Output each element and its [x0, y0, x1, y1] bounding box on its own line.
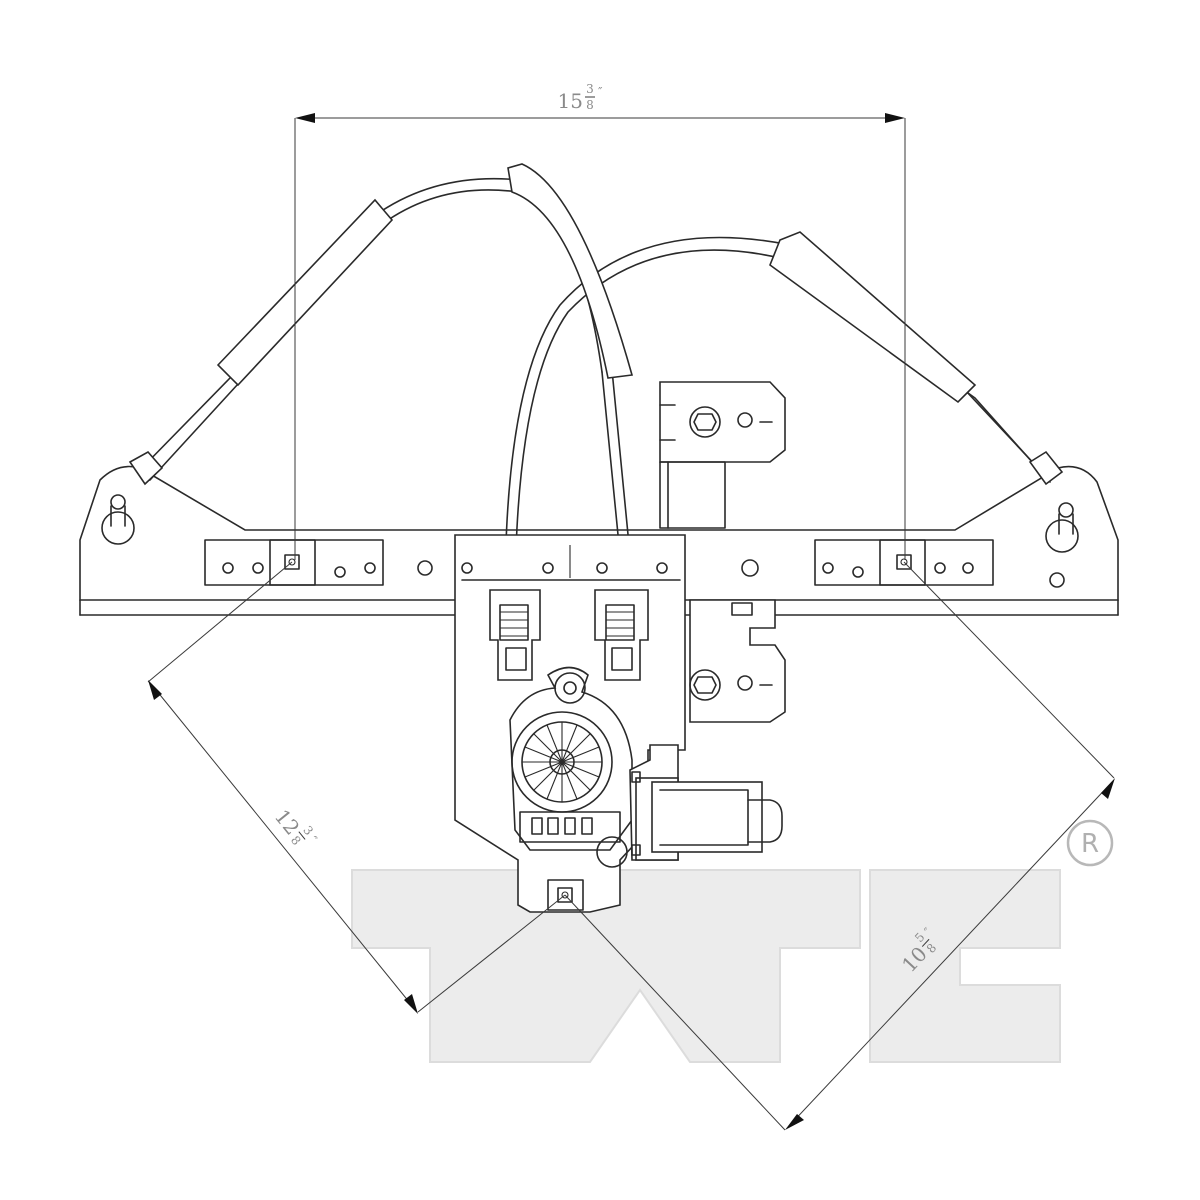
dimension-left-diagonal-label: 12 3 8 ″ — [270, 805, 320, 848]
dimension-lines — [147, 113, 1115, 1131]
dimension-width-numerator: 3 — [586, 82, 594, 96]
regulator-rail — [79, 465, 1119, 616]
registered-mark: R — [1066, 819, 1114, 867]
upper-clamp — [659, 381, 786, 529]
dimension-width-unit: ″ — [598, 85, 603, 99]
cable-fittings — [489, 589, 649, 681]
registered-mark-letter: R — [1081, 829, 1099, 859]
motor-assembly — [509, 666, 783, 868]
dimension-left-diagonal-unit: ″ — [306, 834, 320, 847]
dimension-width-whole: 15 — [558, 89, 583, 113]
dimension-width-label: 15 3 8 ″ — [558, 82, 603, 113]
lower-clamp — [689, 599, 786, 723]
dimension-width-denominator: 8 — [586, 98, 594, 112]
tyc-logo-watermark: R — [351, 819, 1114, 1063]
